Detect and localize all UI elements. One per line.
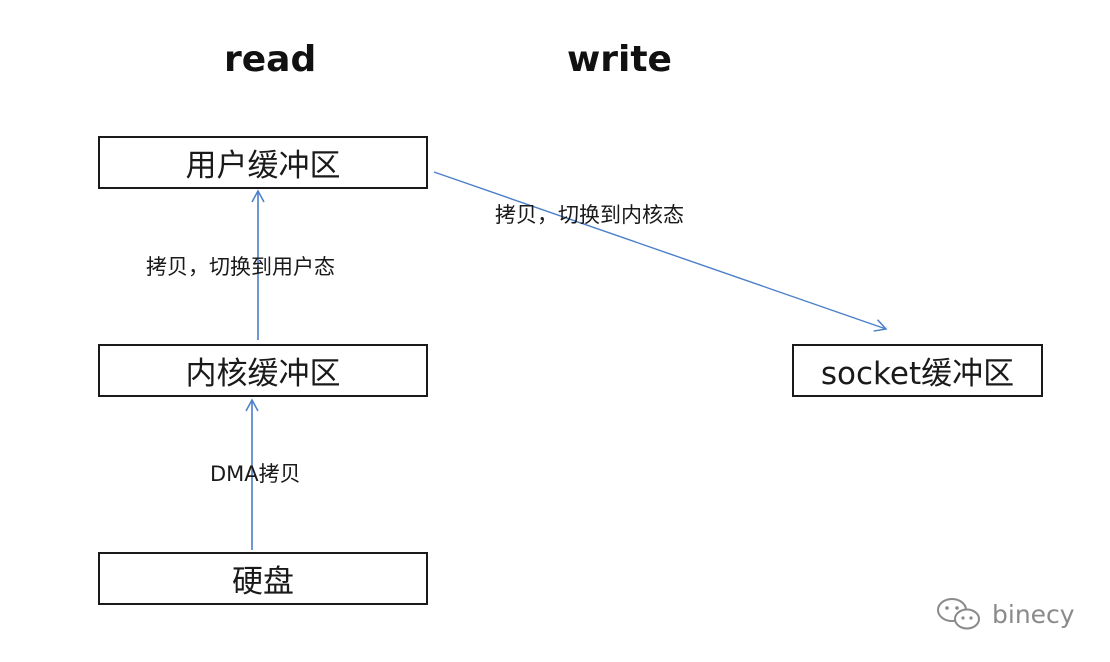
arrow-user-to-socket	[433, 171, 888, 332]
watermark: binecy	[934, 592, 1084, 636]
socket-buffer-node: socket缓冲区	[792, 344, 1043, 397]
write-heading: write	[567, 39, 672, 80]
read-heading: read	[224, 39, 317, 80]
user-to-socket-label: 拷贝，切换到内核态	[495, 203, 684, 227]
kernel-to-user-label: 拷贝，切换到用户态	[146, 255, 335, 279]
watermark-text: binecy	[992, 599, 1075, 629]
user-buffer-node: 用户缓冲区	[98, 136, 428, 189]
disk-node: 硬盘	[98, 552, 428, 605]
wechat-logo-icon	[937, 598, 980, 630]
kernel-buffer-node: 内核缓冲区	[98, 344, 428, 397]
disk-to-kernel-label: DMA拷贝	[210, 462, 301, 486]
